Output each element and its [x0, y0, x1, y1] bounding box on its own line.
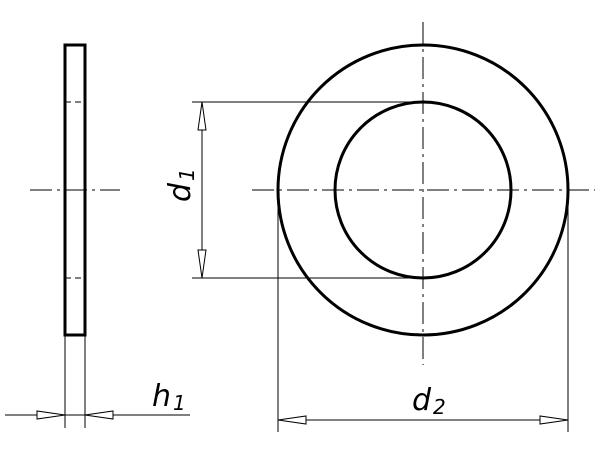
d2-arrow-left [277, 415, 307, 425]
h1-arrow-left [36, 410, 66, 420]
d1-label: d1 [163, 168, 199, 202]
h1-arrow-right [84, 410, 114, 420]
d2-arrow-right [539, 415, 569, 425]
d1-arrow-top [197, 101, 207, 131]
d1-arrow-bottom [197, 249, 207, 279]
